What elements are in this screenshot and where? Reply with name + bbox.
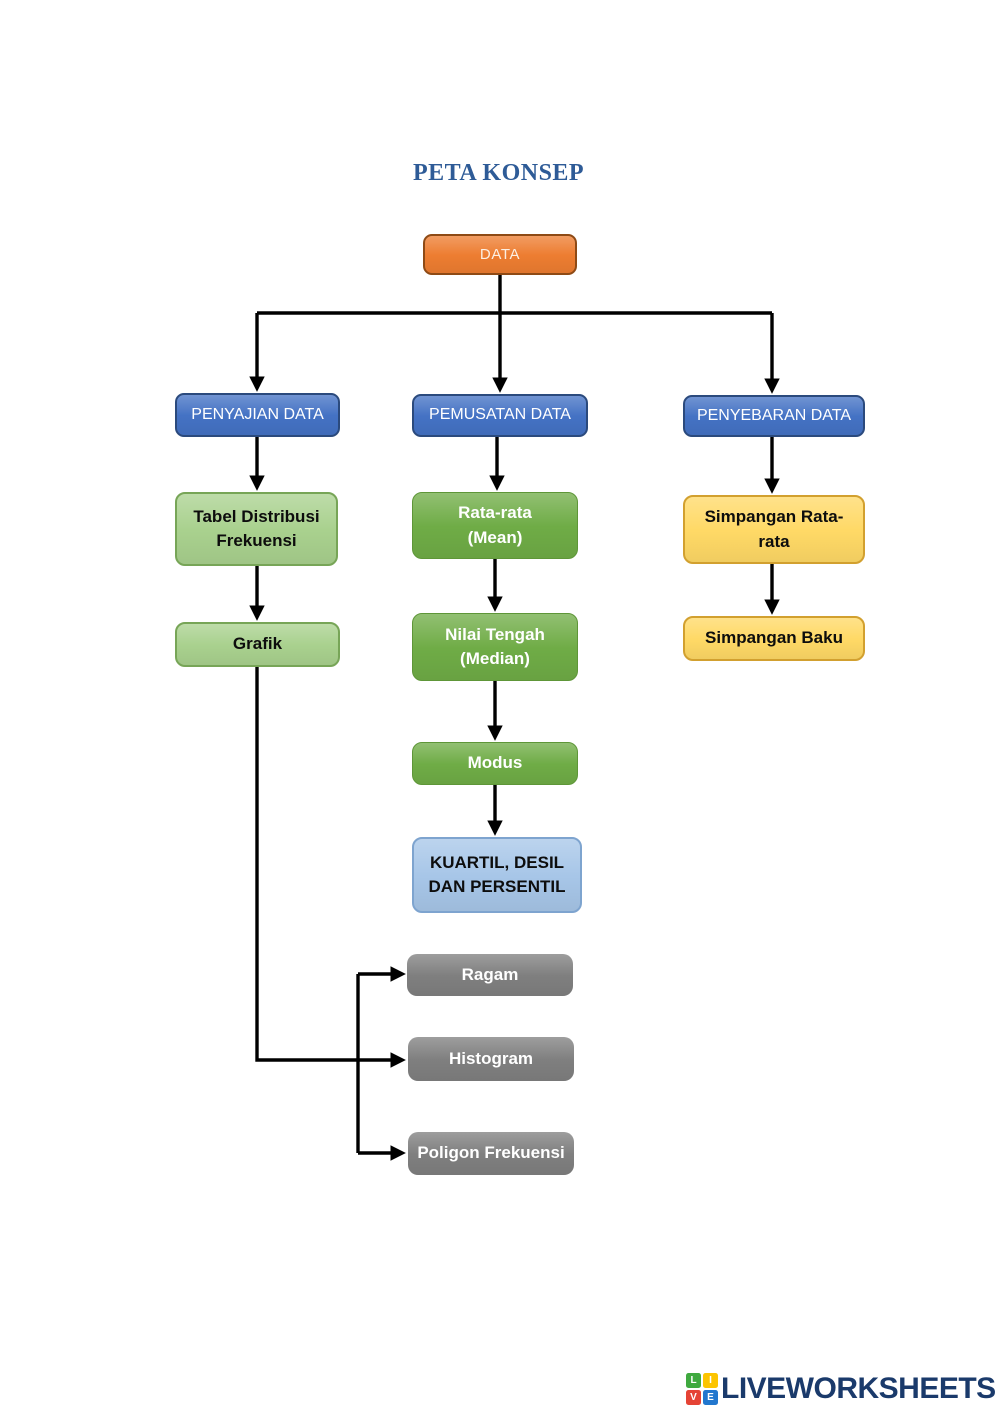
node-poligon-frekuensi: Poligon Frekuensi: [408, 1132, 574, 1175]
node-rata-rata-mean: Rata-rata (Mean): [412, 492, 578, 559]
page-title: PETA KONSEP: [413, 160, 585, 186]
node-kuartil-desil-persentil: KUARTIL, DESIL DAN PERSENTIL: [412, 837, 582, 913]
node-nilai-tengah-median: Nilai Tengah (Median): [412, 613, 578, 681]
liveworksheets-logo-icon: L I V E: [686, 1373, 718, 1405]
liveworksheets-watermark: L I V E LIVEWORKSHEETS: [686, 1371, 996, 1407]
node-penyebaran-data: PENYEBARAN DATA: [683, 395, 865, 437]
node-histogram: Histogram: [408, 1037, 574, 1081]
node-tabel-distribusi-frekuensi: Tabel Distribusi Frekuensi: [175, 492, 338, 566]
liveworksheets-brand-text: LIVEWORKSHEETS: [721, 1372, 996, 1405]
node-penyajian-data: PENYAJIAN DATA: [175, 393, 340, 437]
node-data: DATA: [423, 234, 577, 275]
arrow-grafik-to-histogram: [255, 667, 406, 1068]
node-ragam: Ragam: [407, 954, 573, 996]
node-pemusatan-data: PEMUSATAN DATA: [412, 394, 588, 437]
node-modus: Modus: [412, 742, 578, 785]
node-simpangan-baku: Simpangan Baku: [683, 616, 865, 661]
node-simpangan-rata-rata: Simpangan Rata- rata: [683, 495, 865, 564]
node-grafik: Grafik: [175, 622, 340, 667]
